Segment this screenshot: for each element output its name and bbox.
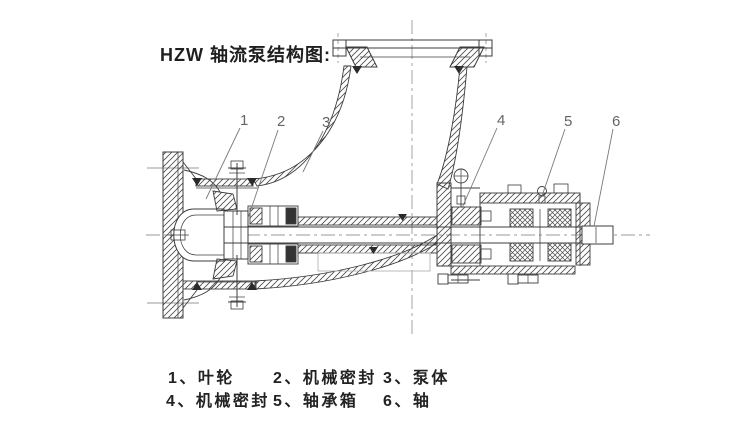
hub-nose-dome xyxy=(173,208,225,262)
bearing-rear-bottom xyxy=(547,242,572,262)
leader-line-3 xyxy=(302,130,324,173)
seal-housing-top xyxy=(247,205,299,227)
weld-mark xyxy=(192,178,202,186)
vent-cap-right xyxy=(553,183,569,194)
seal-ring-top xyxy=(285,207,297,225)
bearing-box-top-wall xyxy=(479,192,581,204)
callout-3: 3 xyxy=(302,114,330,173)
page-title: HZW 轴流泵结构图: xyxy=(160,44,331,65)
foot-bolt-head-left xyxy=(437,273,449,285)
callout-6: 6 xyxy=(593,113,620,227)
callout-number-1: 1 xyxy=(240,112,248,129)
shaft-end xyxy=(581,225,614,245)
seal-packing-top xyxy=(249,207,263,225)
leader-line-1 xyxy=(205,127,241,200)
leader-line-4 xyxy=(461,127,498,209)
legend: 1、叶轮 2、机械密封 3、泵体 4、机械密封 5、轴承箱 6、轴 xyxy=(166,368,450,410)
seal-packing-bottom xyxy=(249,245,263,263)
flange-right-section xyxy=(449,46,485,68)
callouts: 1 2 3 4 5 6 xyxy=(205,112,620,227)
weld-mark xyxy=(352,66,362,74)
vent-cap-left xyxy=(507,184,522,194)
hub-cylinder xyxy=(223,210,249,260)
impeller-blade-top xyxy=(212,190,238,212)
legend-item-2: 2、机械密封 xyxy=(273,368,377,387)
impeller-hub xyxy=(167,208,249,262)
callout-number-2: 2 xyxy=(277,113,285,130)
callout-2: 2 xyxy=(247,113,285,219)
suction-bell-curve-bottom xyxy=(183,277,221,301)
shaft-tube-top-wall xyxy=(297,216,438,226)
legend-item-4: 4、机械密封 xyxy=(166,391,270,410)
bearing-front-top xyxy=(509,208,534,228)
shaft xyxy=(224,225,614,245)
callout-number-6: 6 xyxy=(612,113,620,130)
legend-item-6: 6、轴 xyxy=(383,391,431,410)
callout-number-4: 4 xyxy=(497,112,505,129)
bearing-front-bottom xyxy=(509,242,534,262)
legend-item-3: 3、泵体 xyxy=(383,368,450,387)
elbow-outer-wall xyxy=(252,65,352,187)
grease-stem-nut xyxy=(456,195,466,205)
bearing-rear-top xyxy=(547,208,572,228)
leader-line-6 xyxy=(593,128,614,227)
weld-mark xyxy=(192,282,202,290)
weld-mark xyxy=(398,214,407,221)
mechanical-seal-rear xyxy=(451,168,492,264)
callout-number-5: 5 xyxy=(564,113,572,130)
leader-line-5 xyxy=(541,128,566,197)
bearing-box-base-rail xyxy=(450,265,576,275)
weld-mark xyxy=(247,282,257,290)
stud-top-nut xyxy=(230,160,244,170)
mounting-feet xyxy=(437,273,539,285)
leader-line-2 xyxy=(247,129,279,219)
gland-stud-nut-top xyxy=(480,210,492,222)
legend-item-1: 1、叶轮 xyxy=(168,368,235,387)
pump-casing xyxy=(182,161,258,309)
mechanical-seal-front xyxy=(247,205,299,265)
foot-bolt-head-right xyxy=(507,273,519,285)
seal-housing-bottom xyxy=(247,243,299,265)
suction-bell-curve-top xyxy=(183,169,221,193)
bearing-housing xyxy=(450,183,591,281)
discharge-flange xyxy=(332,39,493,74)
gland-top xyxy=(451,206,482,226)
seal-ring-bottom xyxy=(285,245,297,263)
rear-end-plate xyxy=(436,182,452,267)
callout-4: 4 xyxy=(461,112,505,209)
gland-stud-nut-bottom xyxy=(480,248,492,260)
elbow-pump-body xyxy=(252,65,468,290)
elbow-inner-wall xyxy=(436,66,468,190)
diffuser-studs xyxy=(228,160,246,310)
shaft-tube-bottom-wall xyxy=(297,244,438,254)
casing-top-wall xyxy=(195,178,254,187)
flange-left-section xyxy=(345,46,378,68)
weld-mark xyxy=(247,178,257,186)
callout-1: 1 xyxy=(205,112,248,200)
callout-number-3: 3 xyxy=(322,114,330,131)
impeller-blade-bottom xyxy=(212,258,238,280)
gland-bottom xyxy=(451,244,482,264)
legend-item-5: 5、轴承箱 xyxy=(273,391,358,410)
weld-mark xyxy=(369,247,378,254)
stud-bottom-nut xyxy=(230,300,244,310)
callout-5: 5 xyxy=(541,113,572,197)
